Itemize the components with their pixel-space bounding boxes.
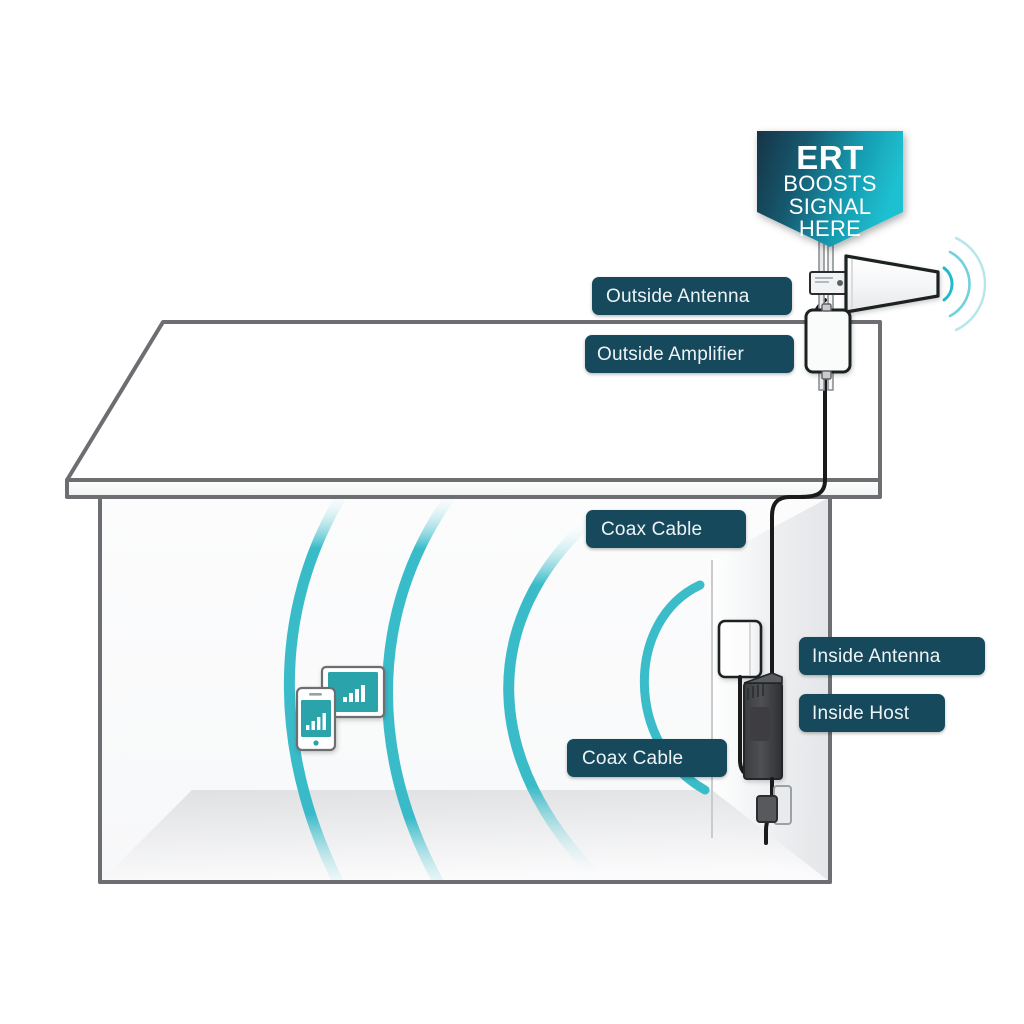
signal-arc-2 xyxy=(503,514,606,882)
signal-arc-3 xyxy=(382,497,457,882)
outside-equipment-group xyxy=(804,236,987,391)
signal-arc-4 xyxy=(283,497,348,882)
label-coax-cable-upper[interactable]: Coax Cable xyxy=(586,510,746,548)
signal-ring-1 xyxy=(942,266,954,302)
room-floor xyxy=(100,790,830,882)
signal-bars-icon xyxy=(306,713,326,730)
inside-equipment-group xyxy=(717,619,792,845)
label-outside-amplifier[interactable]: Outside Amplifier xyxy=(585,335,794,373)
label-inside-host[interactable]: Inside Host xyxy=(799,694,945,732)
tablet-device xyxy=(320,665,386,719)
signal-ring-3 xyxy=(954,236,987,332)
badge-line-4: HERE xyxy=(799,216,861,241)
outside-antenna xyxy=(844,254,940,314)
outside-signal-rings xyxy=(942,236,987,332)
label-outside-antenna[interactable]: Outside Antenna xyxy=(592,277,792,315)
label-coax-cable-lower-text: Coax Cable xyxy=(582,748,683,769)
inside-host xyxy=(743,672,783,780)
smartphone-device xyxy=(295,686,337,752)
signal-bars-icon xyxy=(343,685,365,702)
coax-cable-roof-to-wall xyxy=(770,368,827,702)
host-vent-fins xyxy=(747,684,764,700)
label-coax-cable-upper-text: Coax Cable xyxy=(601,519,702,540)
label-coax-cable-lower[interactable]: Coax Cable xyxy=(567,739,727,777)
label-outside-amplifier-text: Outside Amplifier xyxy=(597,344,744,365)
badge-line-3: SIGNAL xyxy=(789,194,872,219)
roof-fascia xyxy=(65,478,882,499)
signal-ring-2 xyxy=(948,250,971,318)
amplifier-top-connector xyxy=(821,303,832,312)
ert-boosts-signal-here-badge: ERT BOOSTS SIGNAL HERE xyxy=(757,131,903,247)
badge-line-2: BOOSTS xyxy=(783,171,877,196)
outside-amplifier xyxy=(804,308,852,374)
label-inside-antenna[interactable]: Inside Antenna xyxy=(799,637,985,675)
amplifier-bottom-connector xyxy=(821,370,832,380)
badge-line-1: ERT xyxy=(796,139,864,176)
label-inside-antenna-text: Inside Antenna xyxy=(812,646,941,667)
label-outside-antenna-text: Outside Antenna xyxy=(606,286,750,307)
mobile-devices-group xyxy=(295,665,386,752)
label-inside-host-text: Inside Host xyxy=(812,703,910,724)
callout-labels: Outside Antenna Outside Amplifier Coax C… xyxy=(567,277,985,777)
wall-outlet-adapter xyxy=(756,785,792,825)
inside-antenna xyxy=(717,619,763,679)
